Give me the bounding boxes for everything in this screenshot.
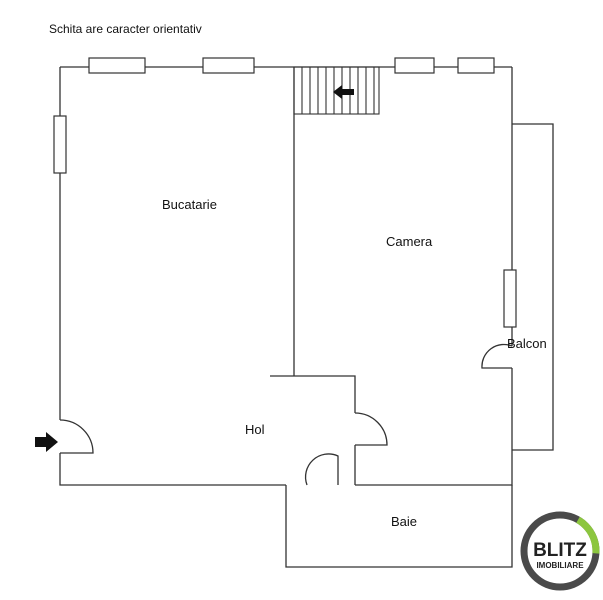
wall-bathroom (285, 485, 513, 568)
door-bathroom (304, 453, 339, 486)
window-top-1 (88, 57, 146, 74)
entrance-arrow-icon (35, 432, 58, 452)
balcony-outline (512, 123, 554, 451)
room-label-hol: Hol (245, 422, 265, 437)
room-label-bucatarie: Bucatarie (162, 197, 217, 212)
blitz-logo: BLITZ IMOBILIARE (520, 511, 600, 591)
logo-line-2: IMOBILIARE (536, 561, 584, 570)
logo-line-1: BLITZ (533, 540, 587, 561)
wall-left-lower (59, 453, 286, 486)
window-balcony (503, 269, 517, 328)
window-left (53, 115, 67, 174)
window-top-3 (394, 57, 435, 74)
window-top-2 (202, 57, 255, 74)
door-hol (354, 412, 388, 446)
room-label-baie: Baie (391, 514, 417, 529)
disclaimer-note: Schita are caracter orientativ (49, 22, 202, 36)
room-label-camera: Camera (386, 234, 433, 249)
wall-hol (270, 375, 356, 413)
room-label-balcon: Balcon (507, 336, 547, 351)
door-entrance (59, 419, 94, 454)
door-balcony (481, 343, 513, 369)
wall-right-lower (355, 368, 513, 486)
window-top-4 (457, 57, 495, 74)
stairs-arrow-icon (333, 85, 354, 99)
